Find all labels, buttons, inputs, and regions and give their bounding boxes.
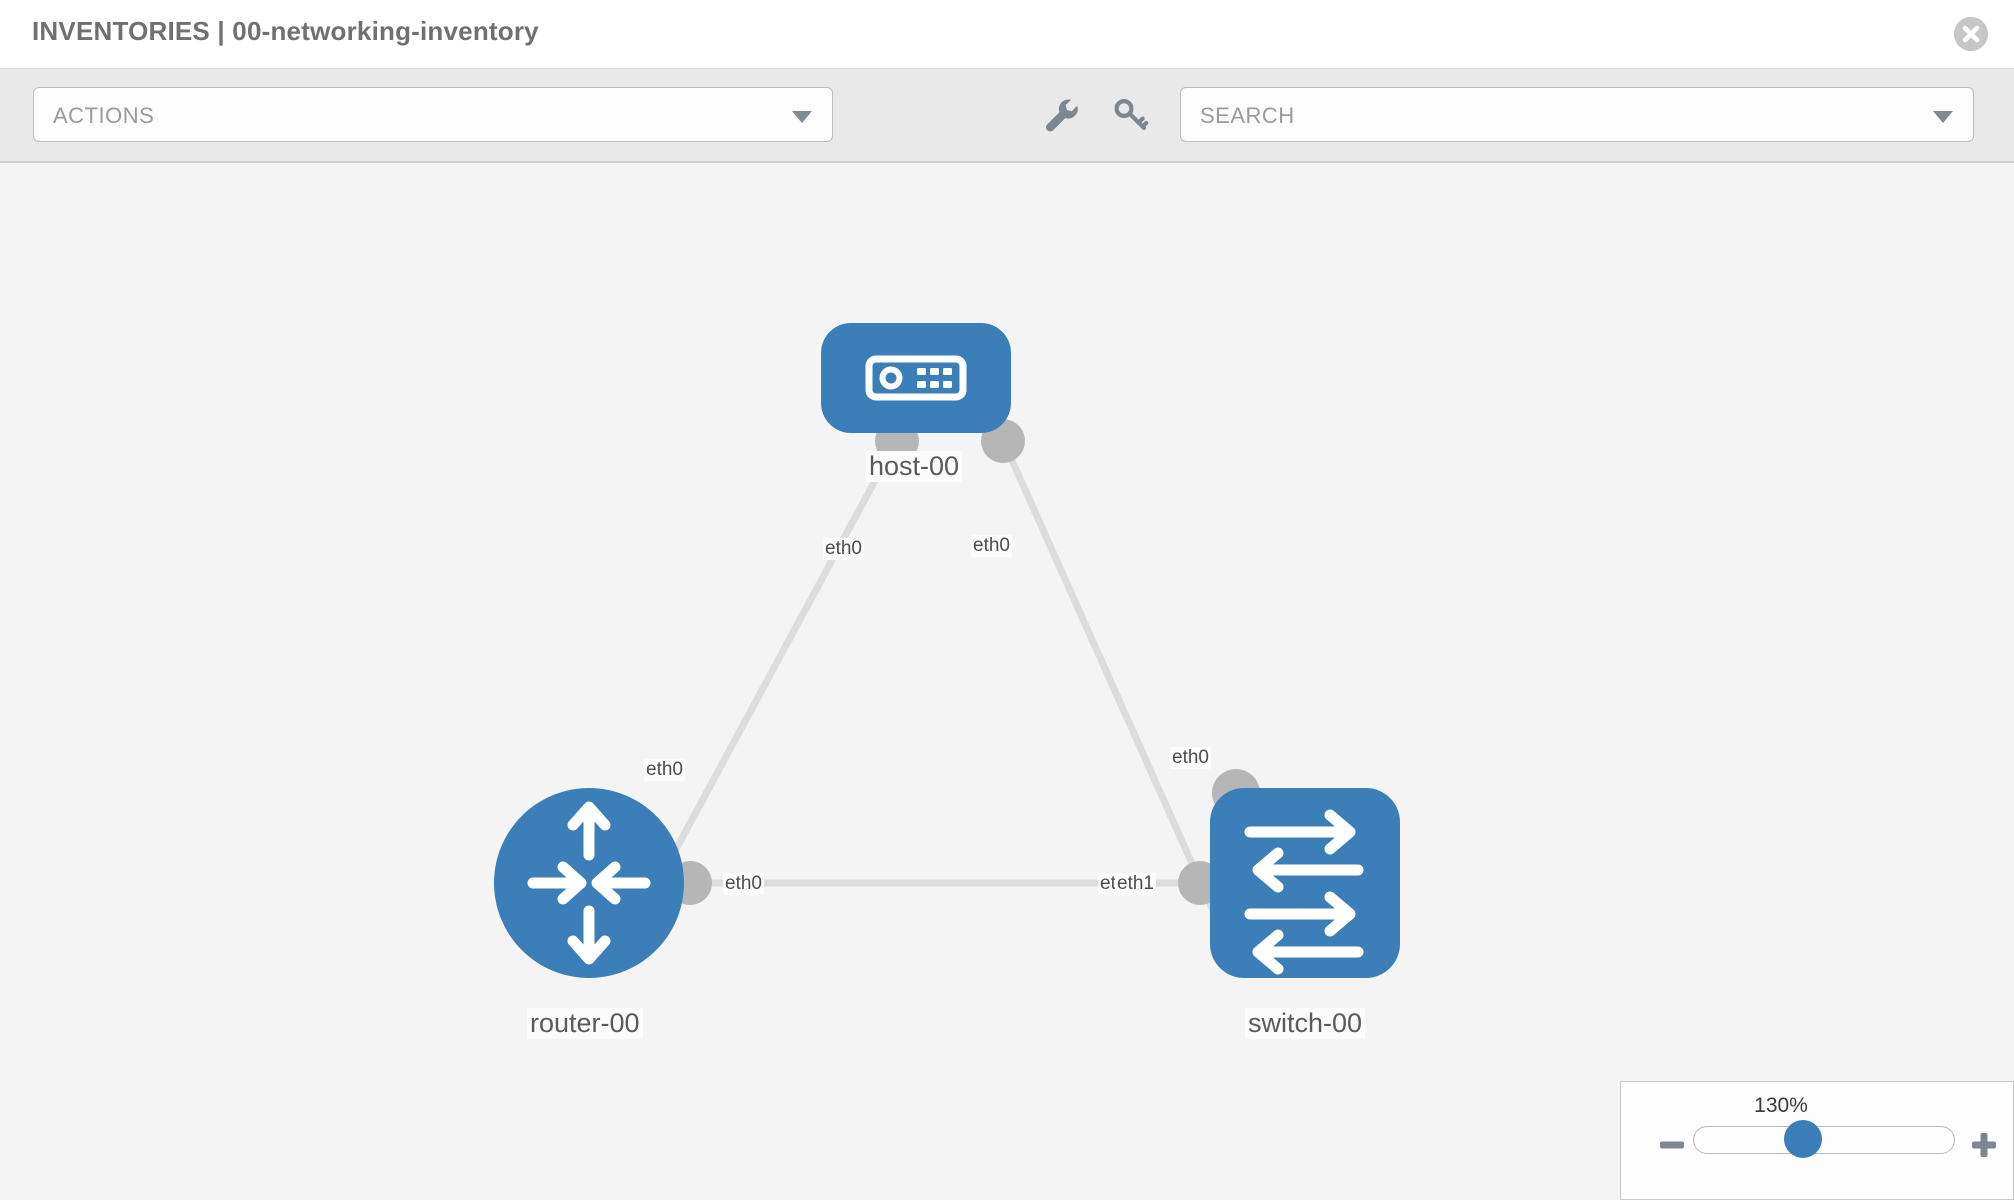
chevron-down-icon[interactable]	[1933, 111, 1953, 123]
node-host-00	[821, 323, 1011, 433]
search-input[interactable]: SEARCH	[1180, 87, 1974, 142]
page-header: INVENTORIES | 00-networking-inventory	[0, 0, 2014, 69]
port-label: eth0	[971, 535, 1012, 557]
zoom-slider[interactable]	[1693, 1126, 1955, 1154]
node-label-router-00: router-00	[527, 1008, 643, 1040]
port-label: eth1	[1115, 873, 1156, 895]
zoom-slider-thumb[interactable]	[1784, 1120, 1822, 1158]
node-router-00	[494, 788, 684, 978]
plus-icon[interactable]	[1969, 1130, 1999, 1165]
chevron-down-icon	[792, 111, 812, 123]
wrench-icon[interactable]	[1037, 91, 1083, 137]
topology-canvas[interactable]: eth0 eth0 eth0 eth0 eth0 eth0 eth1 host-…	[0, 163, 2014, 1200]
server-icon	[865, 355, 967, 401]
port-label: eth0	[723, 873, 764, 895]
close-icon[interactable]	[1954, 17, 1988, 51]
search-input-value: SEARCH	[1200, 103, 1295, 128]
port-label: eth0	[1170, 747, 1211, 769]
key-icon[interactable]	[1108, 91, 1154, 137]
node-label-switch-00: switch-00	[1245, 1008, 1366, 1040]
switch-arrows-icon	[1244, 809, 1364, 975]
zoom-control-panel: 130%	[1620, 1081, 2014, 1200]
page-title: INVENTORIES | 00-networking-inventory	[32, 16, 539, 46]
router-arrows-icon	[527, 801, 651, 965]
topology-graph	[494, 323, 1400, 978]
port-label: eth0	[823, 538, 864, 560]
toolbar: ACTIONS SEARCH	[0, 69, 2014, 163]
zoom-level-label: 130%	[1754, 1094, 1808, 1117]
node-label-host-00: host-00	[866, 451, 963, 483]
actions-dropdown[interactable]: ACTIONS	[33, 87, 833, 142]
minus-icon[interactable]	[1657, 1130, 1687, 1165]
node-switch-00	[1210, 788, 1400, 978]
actions-dropdown-label: ACTIONS	[53, 103, 155, 128]
topology-ports	[668, 419, 1260, 905]
port-label: eth0	[644, 759, 685, 781]
